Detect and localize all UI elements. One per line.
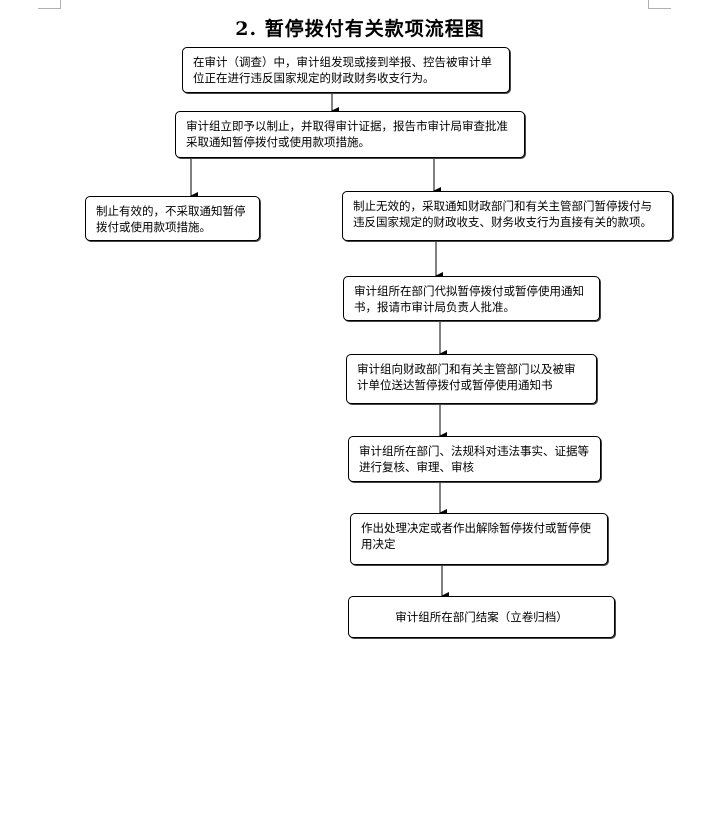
step-draft-notice: 审计组所在部门代拟暂停拨付或暂停使用通知书，报请市审计局负责人批准。 [343, 276, 600, 321]
step-discover-violation: 在审计（调查）中，审计组发现或接到举报、控告被审计单位正在进行违反国家规定的财政… [182, 47, 510, 93]
step-archive: 审计组所在部门结案（立卷归档） [348, 596, 615, 638]
page-corner-mark-left [38, 0, 61, 9]
step-stop-ineffective: 制止无效的，采取通知财政部门和有关主管部门暂停拨付与违反国家规定的财政收支、财务… [342, 191, 673, 241]
page-corner-mark-right [648, 0, 671, 9]
step-decision: 作出处理决定或者作出解除暂停拨付或暂停使用决定 [350, 513, 608, 565]
step-review: 审计组所在部门、法规科对违法事实、证据等进行复核、审理、审核 [348, 436, 601, 482]
step-stop-effective: 制止有效的，不采取通知暂停拨付或使用款项措施。 [85, 196, 260, 241]
step-send-notice: 审计组向财政部门和有关主管部门以及被审计单位送达暂停拨付或暂停使用通知书 [346, 354, 597, 404]
step-stop-and-report: 审计组立即予以制止，并取得审计证据，报告市审计局审查批准采取通知暂停拨付或使用款… [175, 111, 525, 158]
page-title: 2. 暂停拨付有关款项流程图 [235, 18, 485, 40]
